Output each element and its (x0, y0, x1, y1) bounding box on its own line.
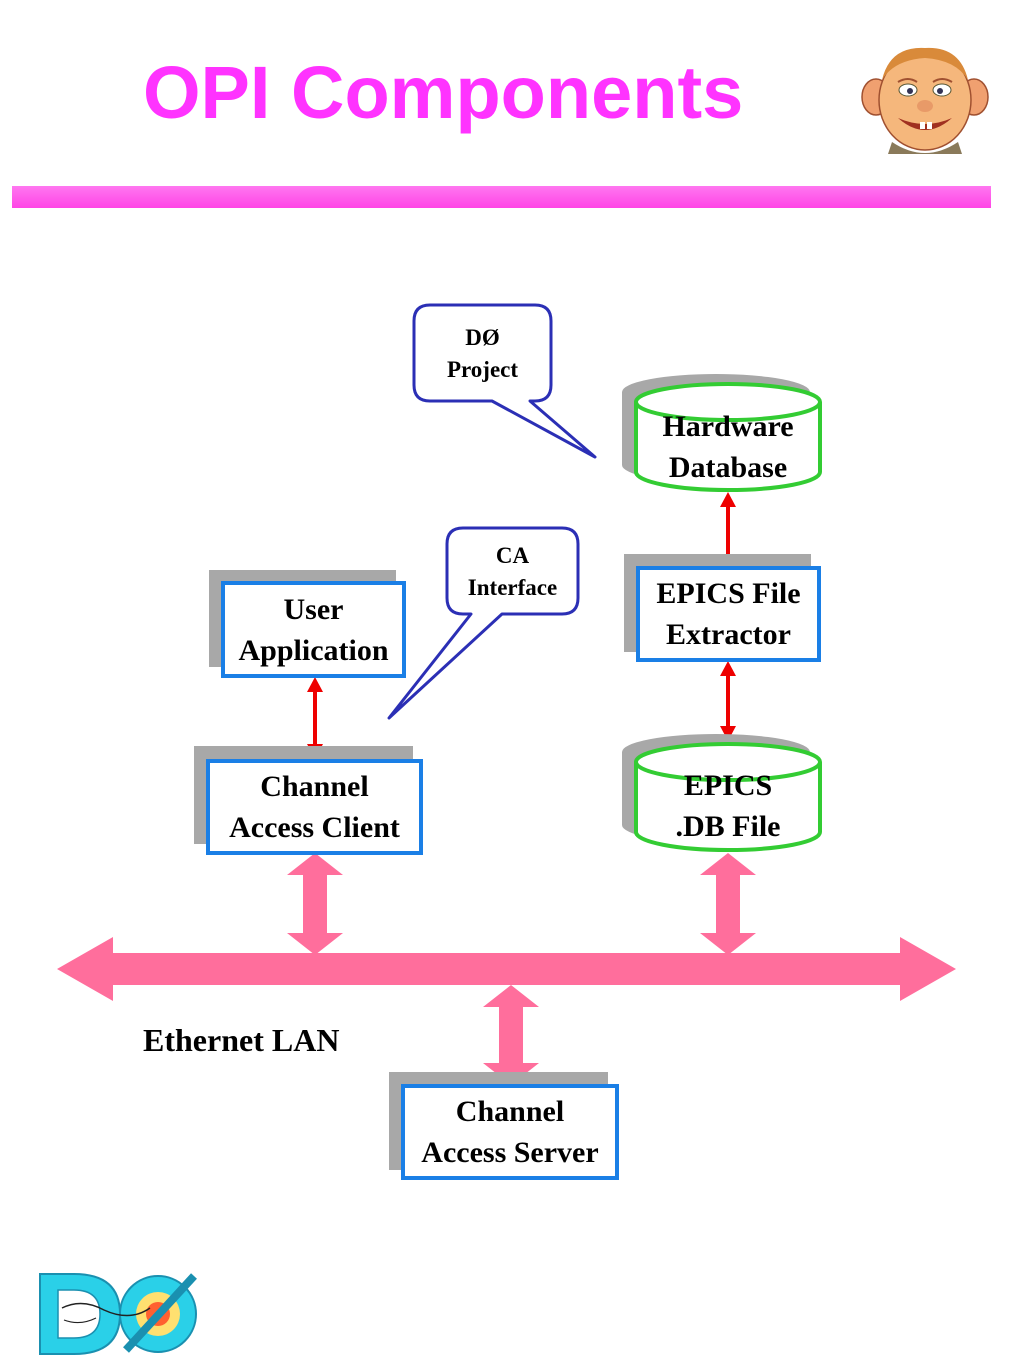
epics-db-file-line-2: .DB File (675, 810, 781, 843)
callout-d0-project-line-1: DØ (465, 325, 500, 350)
channel-access-server-line-1: Channel (455, 1095, 565, 1128)
channel-access-server-line-2: Access Server (421, 1136, 599, 1169)
d0-logo-icon (39, 1273, 197, 1355)
ethernet-lan-label: Ethernet LAN (143, 1022, 340, 1058)
ethernet-lan-bus (57, 937, 956, 1001)
mascot-face-icon (861, 47, 989, 154)
user-application-line-1: User (283, 592, 344, 626)
hardware-database-line-1: Hardware (662, 410, 794, 443)
user-application-box: User Application (221, 581, 406, 678)
channel-access-client-line-2: Access Client (229, 811, 400, 844)
callout-d0-project-line-2: Project (446, 357, 519, 382)
lan-connector-server (483, 985, 539, 1085)
channel-access-server-box: Channel Access Server (401, 1084, 619, 1180)
channel-access-client-box: Channel Access Client (206, 759, 423, 855)
hardware-database-label: Hardware Database (636, 406, 820, 488)
lan-connector-client (287, 853, 343, 955)
user-application-line-2: Application (238, 633, 389, 667)
page-title: OPI Components (143, 51, 744, 134)
callout-d0-project-bubble (412, 303, 597, 459)
callout-ca-interface-label: CA Interface (447, 540, 578, 604)
epics-db-file-cylinder (622, 734, 822, 852)
callout-d0-project-label: DØ Project (414, 322, 551, 386)
hardware-database-line-2: Database (668, 451, 788, 484)
callout-ca-interface-line-1: CA (495, 543, 530, 568)
epics-file-extractor-line-2: Extractor (666, 618, 791, 651)
title-underline-bar (12, 186, 991, 208)
channel-access-client-line-1: Channel (260, 770, 369, 803)
callout-ca-interface-line-2: Interface (467, 575, 558, 600)
epics-db-file-line-1: EPICS (683, 769, 773, 802)
epics-db-file-label: EPICS .DB File (636, 765, 820, 847)
lan-connector-db-file (700, 853, 756, 955)
callout-ca-interface-bubble (387, 526, 580, 720)
epics-file-extractor-box: EPICS File Extractor (636, 566, 821, 662)
link-arrow-extractor-dbfile (720, 661, 736, 741)
epics-file-extractor-line-1: EPICS File (656, 577, 801, 610)
hardware-database-cylinder (622, 374, 822, 492)
